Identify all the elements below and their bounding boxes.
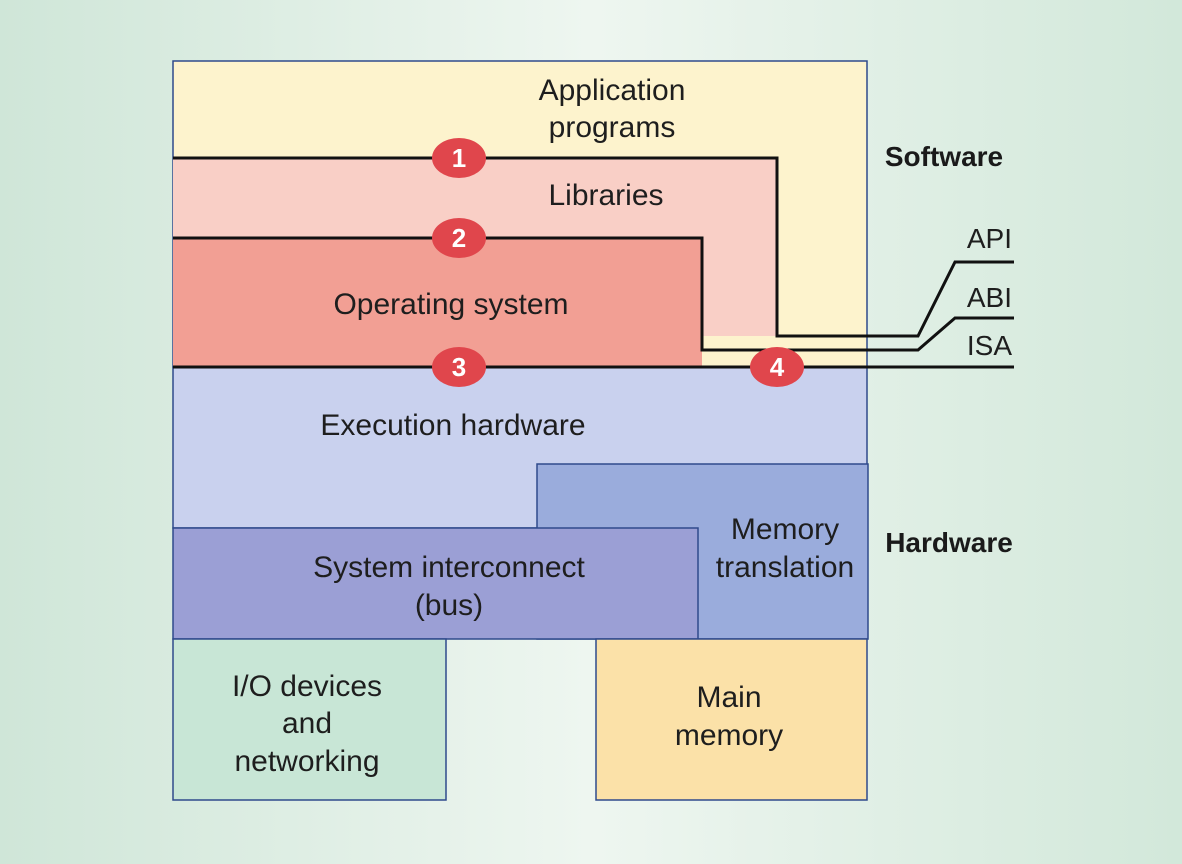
marker-4: 4 bbox=[750, 347, 804, 387]
memory-translation-label-line1: Memory bbox=[731, 513, 839, 546]
system-interconnect-label-line2: (bus) bbox=[415, 589, 483, 622]
marker-2-number: 2 bbox=[452, 223, 466, 253]
system-interconnect-block: System interconnect (bus) bbox=[172, 527, 699, 640]
main-memory-block: Main memory bbox=[595, 638, 868, 801]
marker-1: 1 bbox=[432, 138, 486, 178]
hardware-label: Hardware bbox=[885, 527, 1013, 558]
main-memory-label-line1: Main bbox=[696, 681, 761, 714]
abi-boundary-line bbox=[173, 236, 1014, 352]
abi-label: ABI bbox=[967, 282, 1012, 313]
system-interconnect-label-line1: System interconnect bbox=[313, 551, 585, 584]
application-label-line1: Application bbox=[539, 74, 686, 107]
memory-translation-label-line2: translation bbox=[716, 551, 854, 584]
marker-3: 3 bbox=[432, 347, 486, 387]
marker-4-number: 4 bbox=[770, 352, 785, 382]
marker-3-number: 3 bbox=[452, 352, 466, 382]
operating-system-label: Operating system bbox=[333, 288, 568, 321]
marker-2: 2 bbox=[432, 218, 486, 258]
execution-hardware-label: Execution hardware bbox=[320, 409, 585, 442]
io-devices-label-line1: I/O devices bbox=[232, 670, 382, 703]
api-label: API bbox=[967, 223, 1012, 254]
api-boundary-line bbox=[173, 156, 1014, 338]
io-devices-label-line2: and bbox=[282, 707, 332, 740]
application-label-line2: programs bbox=[549, 111, 676, 144]
operating-system-block: Operating system bbox=[173, 238, 702, 367]
io-devices-label-line3: networking bbox=[234, 745, 379, 778]
main-memory-label-line2: memory bbox=[675, 719, 783, 752]
interface-lines bbox=[173, 156, 1014, 369]
io-devices-block: I/O devices and networking bbox=[172, 638, 447, 801]
marker-1-number: 1 bbox=[452, 143, 466, 173]
isa-label: ISA bbox=[967, 330, 1012, 361]
libraries-label: Libraries bbox=[548, 179, 663, 212]
software-label: Software bbox=[885, 141, 1003, 172]
